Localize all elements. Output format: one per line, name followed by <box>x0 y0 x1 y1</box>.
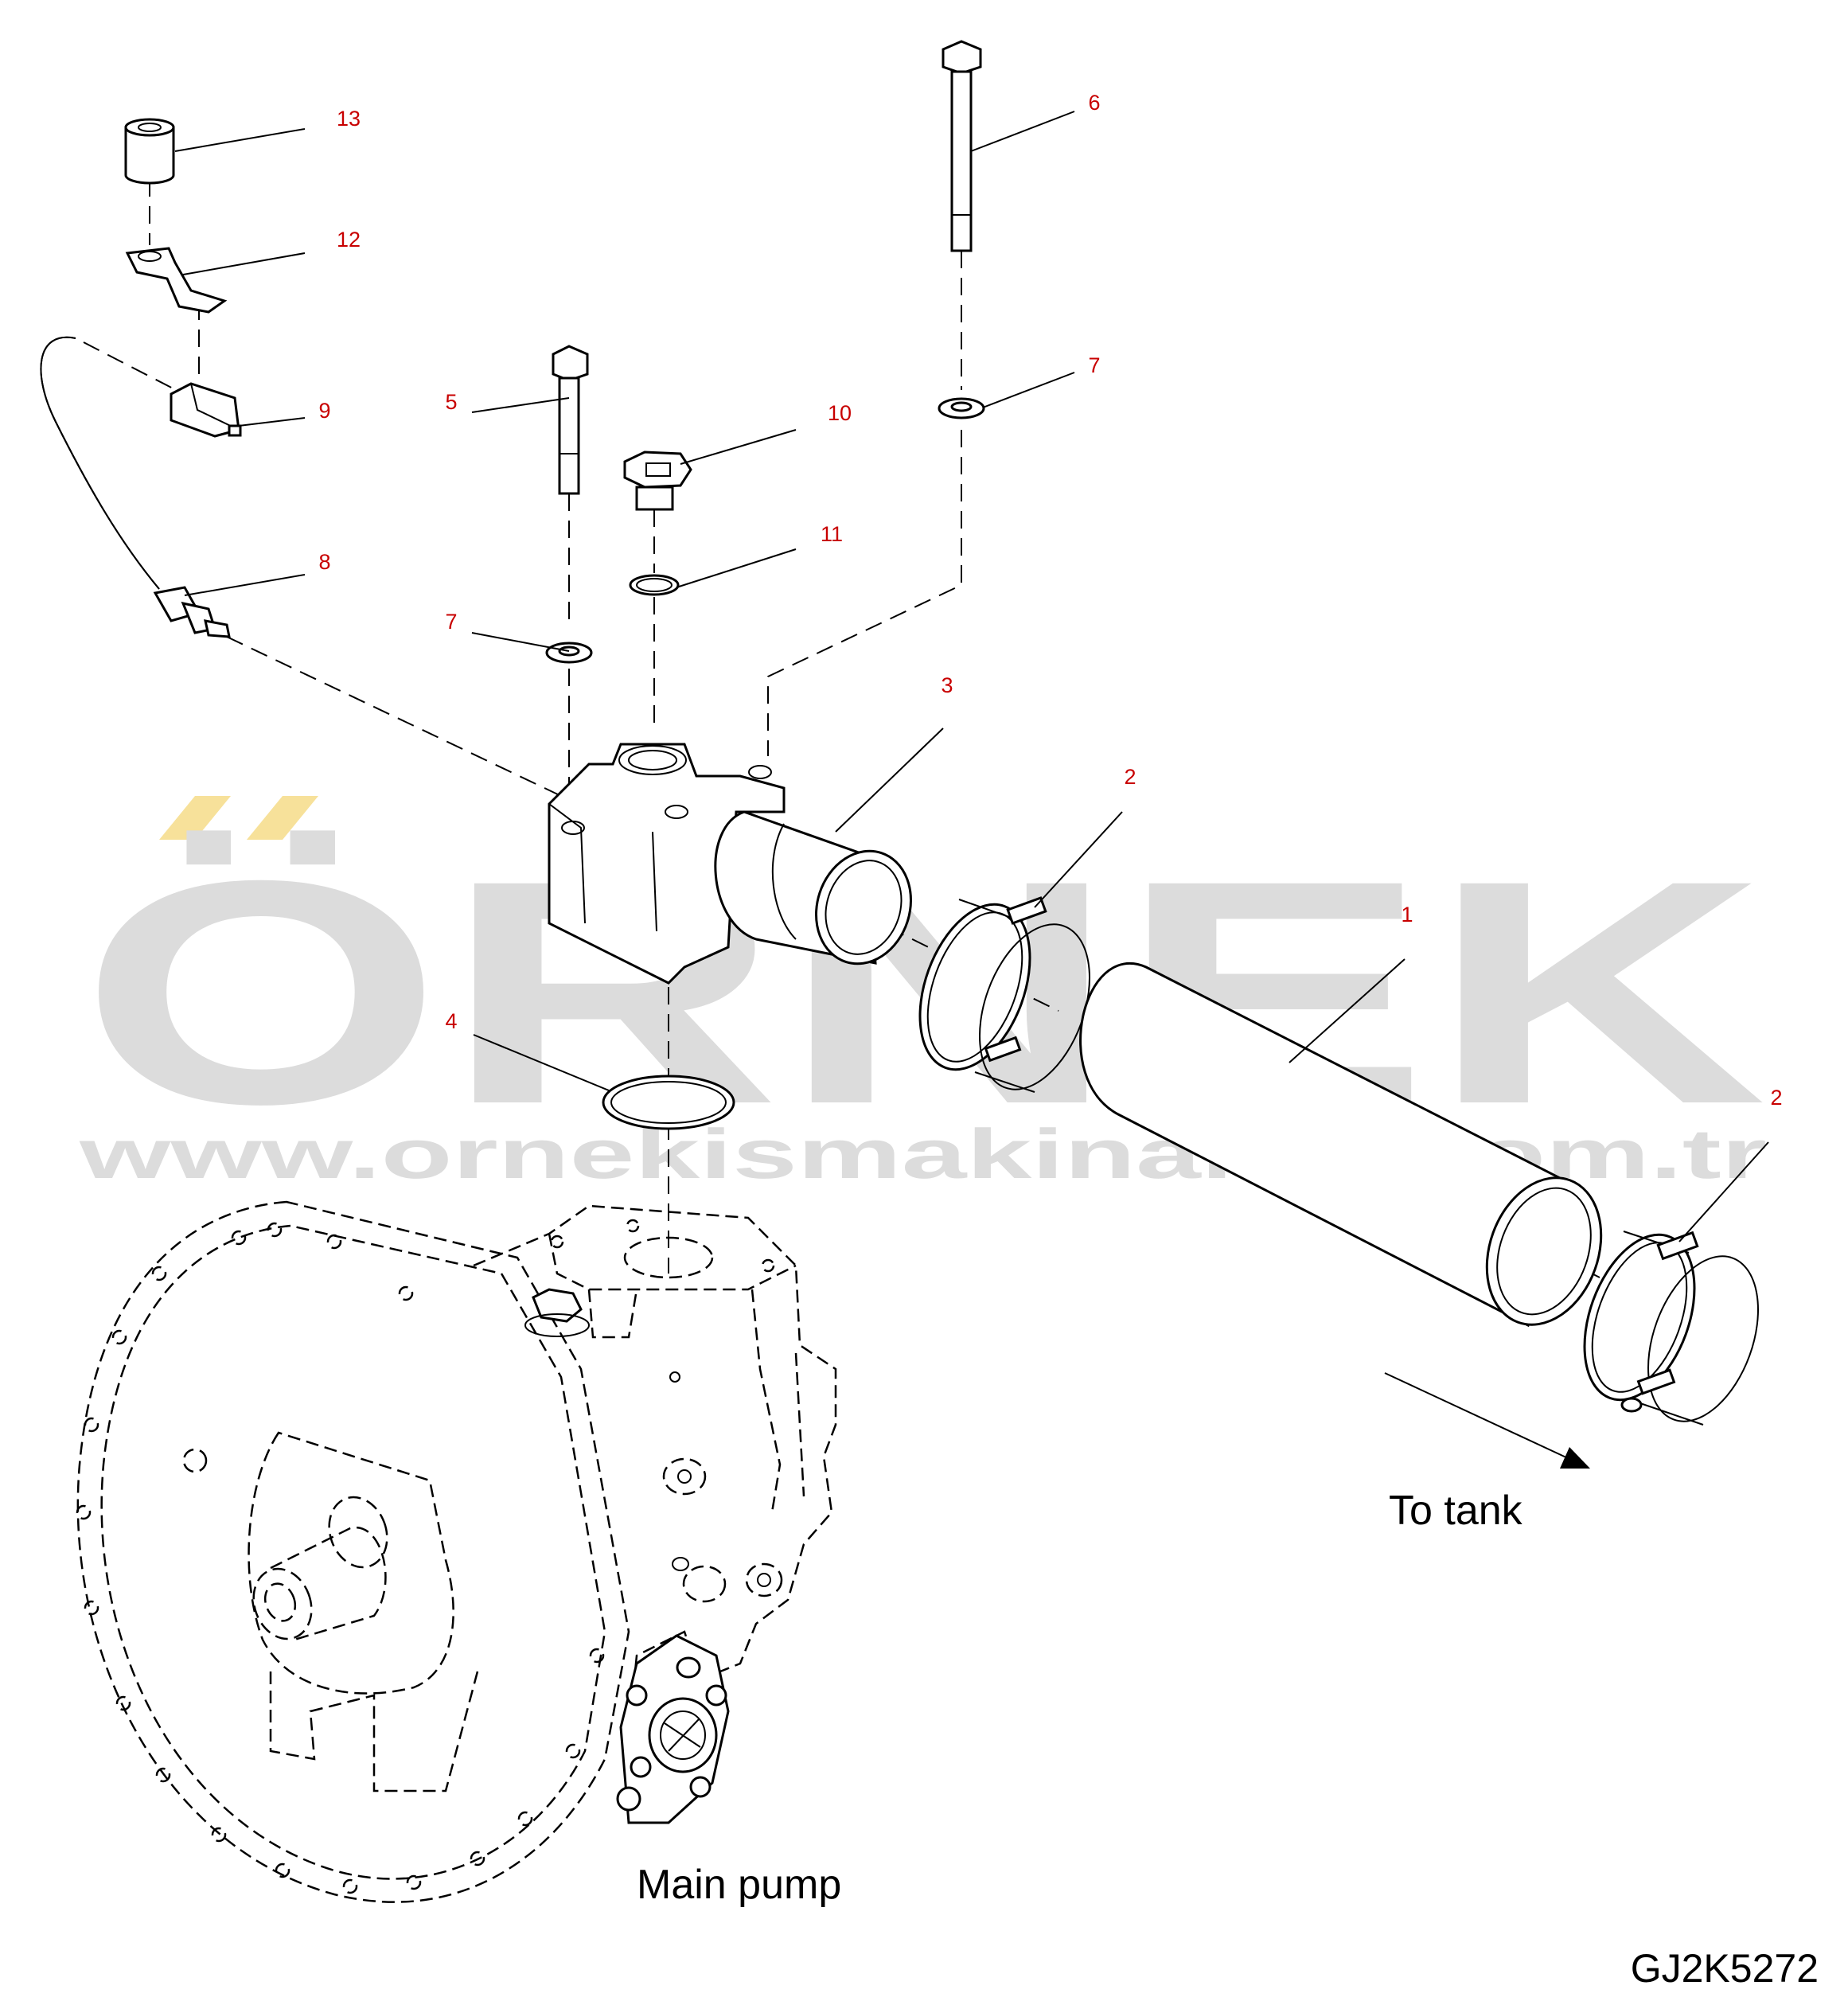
watermark-accent-left <box>159 796 231 840</box>
label-to-tank: To tank <box>1389 1488 1523 1534</box>
leader-6 <box>970 111 1075 152</box>
callout-2-upper: 2 <box>1124 765 1136 789</box>
part-6-long-bolt <box>942 40 982 252</box>
main-pump <box>76 1200 837 1903</box>
leader-1 <box>1289 958 1405 1063</box>
callout-numbers: 1 2 2 3 4 5 6 7 7 8 9 10 11 12 13 <box>318 91 1782 1110</box>
pump-hub <box>248 1431 454 1695</box>
leader-3 <box>835 727 944 833</box>
part-3-block-adapter <box>548 743 912 985</box>
pump-hex-fitting <box>524 1288 590 1337</box>
part-8-sensor <box>40 336 231 638</box>
leader-9 <box>238 417 306 427</box>
callout-6: 6 <box>1088 91 1100 115</box>
pump-flange <box>76 1200 630 1903</box>
leader-5 <box>471 397 570 413</box>
pump-flange-inner <box>100 1224 606 1880</box>
part-13-spacer <box>124 118 175 185</box>
labels: To tank Main pump GJ2K5272 <box>637 1488 1819 1991</box>
leader-13 <box>174 128 306 152</box>
callout-1: 1 <box>1401 903 1413 926</box>
callout-2-lower: 2 <box>1770 1086 1782 1110</box>
part-10-plug <box>623 451 692 511</box>
part-12-bracket <box>125 247 228 314</box>
leader-10 <box>680 429 797 465</box>
assembly-line-wire-9 <box>83 341 180 392</box>
part-2-clamp-upper <box>918 896 1090 1093</box>
leader-2a <box>1034 811 1123 908</box>
part-9-connector <box>170 382 242 438</box>
leader-2b <box>1678 1141 1769 1242</box>
callout-10: 10 <box>828 401 852 425</box>
callout-7-right: 7 <box>1088 353 1100 377</box>
drawing-code: GJ2K5272 <box>1631 1946 1819 1991</box>
callout-8: 8 <box>318 550 330 574</box>
flange-bolt-holes <box>76 1222 605 1894</box>
watermark-accent-right <box>247 796 318 840</box>
callout-4: 4 <box>445 1009 457 1033</box>
part-11-oring <box>629 574 680 596</box>
leader-12 <box>182 252 306 275</box>
pump-shaft <box>270 1526 387 1641</box>
sensor-wire <box>40 336 160 590</box>
leader-7a <box>471 632 570 652</box>
leader-8 <box>184 574 306 596</box>
callout-13: 13 <box>337 107 361 131</box>
leader-lines <box>174 111 1769 1242</box>
callout-11: 11 <box>821 522 843 546</box>
part-2-clamp-lower <box>1583 1231 1759 1426</box>
to-tank-arrow <box>1384 1372 1590 1469</box>
assembly-line-8-block <box>226 636 562 797</box>
assembly-line-7-block-right <box>767 430 962 756</box>
pump-regulator <box>616 1634 730 1824</box>
part-4-oring <box>602 1075 735 1130</box>
leader-11 <box>676 548 797 588</box>
label-main-pump: Main pump <box>637 1862 841 1908</box>
callout-3: 3 <box>941 673 953 697</box>
callout-12: 12 <box>337 228 361 252</box>
callout-5: 5 <box>445 390 457 414</box>
leader-4 <box>473 1034 610 1091</box>
pump-small-fittings <box>662 1371 783 1603</box>
part-5-bolt <box>552 345 589 495</box>
part-7-washer-right <box>938 397 985 419</box>
part-1-hose <box>1079 962 1603 1328</box>
callout-7-left: 7 <box>445 610 457 634</box>
leader-7b <box>982 372 1075 408</box>
part-7-washer-left <box>545 642 593 664</box>
callout-9: 9 <box>318 399 330 423</box>
